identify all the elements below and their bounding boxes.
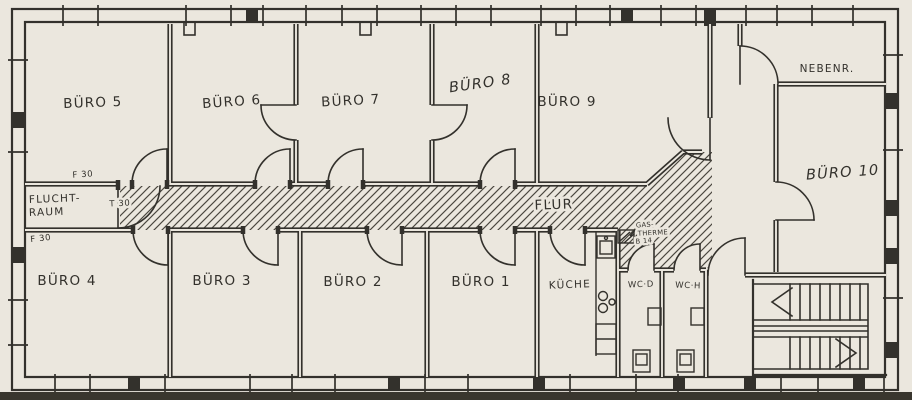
room-label-fluchtraum-line2: RAUM [29, 206, 65, 219]
gas-heater-box [617, 229, 635, 244]
fire-rating-label-top: F 30 [72, 169, 93, 180]
gas-heater-label-line1: GAS- [636, 221, 655, 230]
gas-heater [617, 228, 637, 244]
toilet-wc-h [676, 349, 695, 373]
window-ticks-right [883, 54, 903, 299]
corridor-hatch-band [120, 186, 618, 230]
doors [117, 45, 815, 276]
room-label-buero-3: BÜRO 3 [192, 271, 251, 289]
outer-walls [8, 5, 903, 395]
door-swing-clearings [628, 238, 745, 275]
stair-treads-upper [789, 283, 861, 321]
room-label-buero-6: BÜRO 6 [201, 90, 261, 112]
door-swing-arcs [117, 45, 815, 276]
room-label-buero-9: BÜRO 9 [537, 92, 596, 110]
sink-wc-h [690, 307, 705, 326]
room-label-buero-7: BÜRO 7 [321, 89, 381, 110]
kitchen-stove [597, 290, 616, 314]
staircase [751, 278, 888, 377]
room-label-wc-herren: WC·H [675, 281, 701, 292]
room-label-fluchtraum-line1: FLUCHT- [29, 192, 81, 206]
corridor-hatch [120, 152, 712, 268]
room-label-wc-damen: WC·D [628, 280, 654, 291]
window-ticks-left [8, 59, 28, 346]
room-label-buero-5: BÜRO 5 [63, 92, 123, 112]
toilet-wc-d [632, 349, 651, 373]
door-leaves [117, 45, 815, 276]
room-label-buero-10: BÜRO 10 [805, 160, 880, 183]
scan-edge-bottom [0, 392, 912, 400]
fire-rating-label-bottom: F 30 [30, 233, 52, 245]
room-label-buero-1: BÜRO 1 [451, 272, 510, 290]
room-label-nebenraum: NEBENR. [800, 63, 855, 75]
stair-arrow-up [770, 286, 794, 318]
fire-door-label: T 30 [108, 198, 131, 209]
window-sills [183, 21, 568, 36]
stair-treads-lower [789, 336, 861, 370]
room-label-buero-2: BÜRO 2 [323, 272, 382, 290]
window-ticks-top [62, 5, 854, 26]
sink-wc-d [647, 307, 662, 326]
room-label-buero-8: BÜRO 8 [448, 70, 513, 97]
kitchen-fixtures [595, 232, 617, 356]
room-label-flur: FLUR [534, 196, 573, 213]
gas-heater-label-line3: B 14 [635, 236, 652, 245]
stair-arrow-down [834, 337, 858, 369]
room-label-buero-4: BÜRO 4 [37, 271, 96, 289]
wc-fixtures [632, 307, 705, 373]
corridor-hatch-vestibule [618, 152, 712, 268]
room-labels: BÜRO 5 BÜRO 6 BÜRO 7 BÜRO 8 BÜRO 9 NEBEN… [29, 63, 880, 294]
room-label-kueche: KÜCHE [549, 277, 592, 291]
wall-pillars [12, 9, 899, 391]
